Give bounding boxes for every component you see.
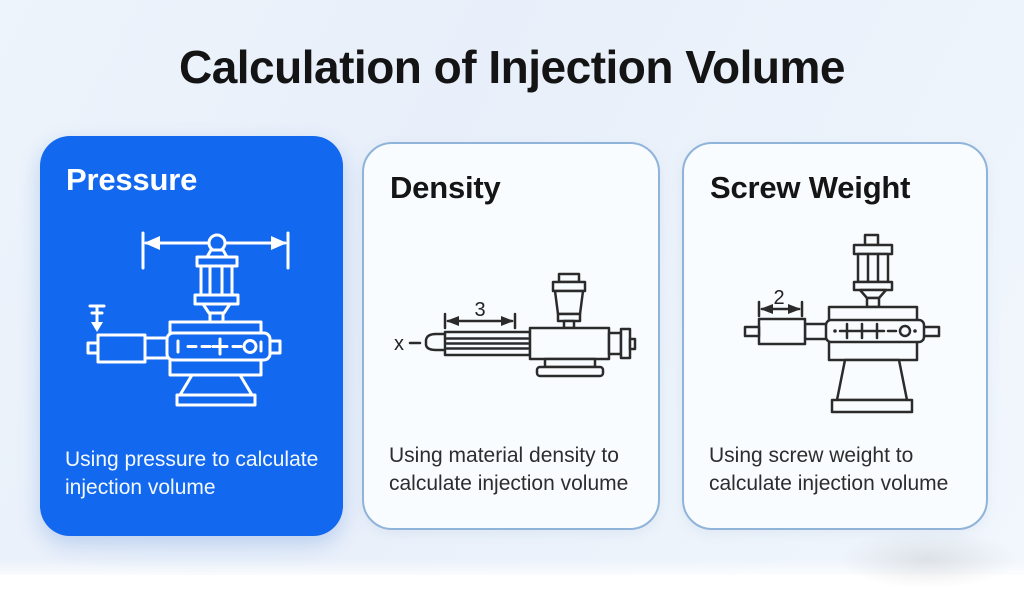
- card-pressure-heading: Pressure: [66, 162, 198, 197]
- injection-molding-machine-icon: [86, 231, 290, 407]
- card-pressure-description: Using pressure to calculate injection vo…: [65, 448, 319, 500]
- dimension-label: 2: [773, 287, 784, 309]
- axis-label: x: [394, 333, 404, 355]
- card-density-description: Using material density to calculate inje…: [389, 444, 629, 496]
- card-screw-weight: Screw Weight 2: [682, 142, 988, 530]
- card-pressure: Pressure: [40, 136, 343, 536]
- dimension-label: 3: [474, 299, 485, 321]
- injection-molding-machine-side-icon: 3 x: [394, 272, 637, 378]
- injection-molding-machine-icon: 2: [743, 233, 941, 414]
- page-title: Calculation of Injection Volume: [178, 41, 846, 93]
- card-density-heading: Density: [390, 170, 501, 205]
- card-density: Density 3 x: [362, 142, 660, 530]
- card-screw-weight-heading: Screw Weight: [710, 170, 911, 205]
- watermark-smudge: [838, 529, 1018, 589]
- card-screw-weight-description: Using screw weight to calculate injectio…: [709, 444, 949, 496]
